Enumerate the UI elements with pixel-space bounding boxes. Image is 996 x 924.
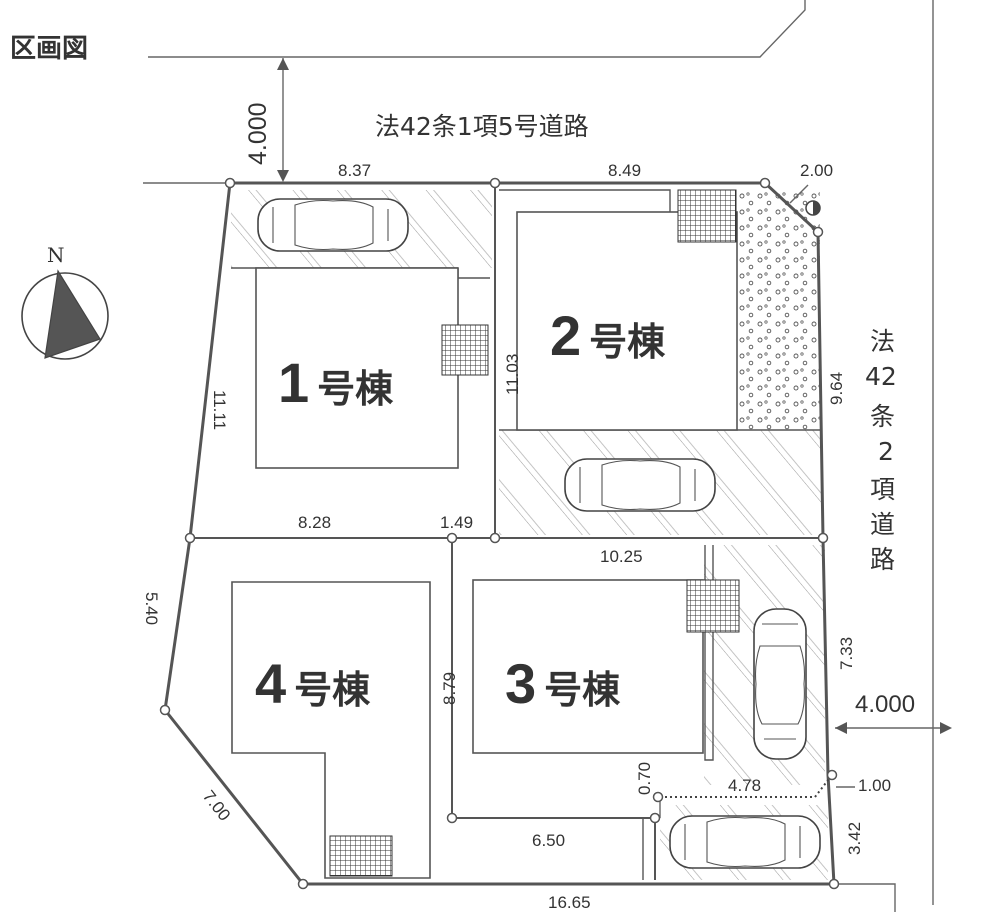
lot-boundary [163,181,836,886]
dim-bottom-inner: 6.50 [532,831,565,850]
north-arrow-icon: N [21,243,109,360]
dim-small-h: 4.78 [728,776,761,795]
car-icon [669,815,821,869]
dim-small-v: 0.70 [635,762,654,795]
entrance-grid [441,324,489,376]
right-road-width: 4.000 [855,691,915,718]
right-road-char: 2 [878,437,894,466]
dimension-labels: 8.37 8.49 2.00 11.11 11.03 9.64 8.28 1.4… [142,161,891,912]
right-road-char: 42 [865,362,897,391]
building-1-outline [255,267,459,469]
dim-mid-short: 1.49 [440,513,473,532]
boundary-posts [159,177,840,890]
water-meter-icon [789,184,821,216]
dim-right-bottom: 3.42 [845,822,864,855]
right-road-label: 法 42 条 2 項 道 路 [865,327,897,574]
top-road-width: 4.000 [244,102,272,165]
dim-top-left: 8.37 [338,161,371,180]
north-label: N [47,243,65,267]
page-title: 区画図 [10,34,88,64]
dim-mid-vertical: 11.03 [503,354,522,395]
dim-corner: 2.00 [800,161,833,180]
building-4-outline [231,581,431,879]
dim-small-r: 1.00 [858,776,891,795]
entrance-grid [677,189,737,243]
top-road-label: 法42条1項5号道路 [375,112,589,141]
dim-top-right: 8.49 [608,161,641,180]
dim-lot3-left: 8.79 [440,672,459,705]
car-icon [257,198,409,252]
right-road-char: 道 [870,510,895,539]
right-road-char: 条 [870,402,895,431]
car-icon [753,608,807,760]
right-road-char: 項 [870,475,895,504]
road-lines [143,0,934,912]
top-road-width-arrow [277,58,289,182]
building-3-outline [472,579,704,754]
right-road-width-arrow [835,722,952,734]
car-icon [564,458,716,512]
entrance-grid [329,835,393,877]
building-2-outline [516,211,738,431]
right-road-char: 法 [870,327,895,356]
right-road-char: 路 [870,545,895,574]
landscaping-area [738,190,820,430]
dim-left-upper: 11.11 [210,390,229,430]
entrance-grid [686,579,740,633]
dim-left-lower: 5.40 [142,592,161,625]
dim-bottom: 16.65 [548,893,591,912]
dim-right-upper: 9.64 [827,372,846,405]
dim-mid-right: 10.25 [600,547,643,566]
dim-mid-left: 8.28 [298,513,331,532]
dim-right-lower: 7.33 [837,637,856,670]
